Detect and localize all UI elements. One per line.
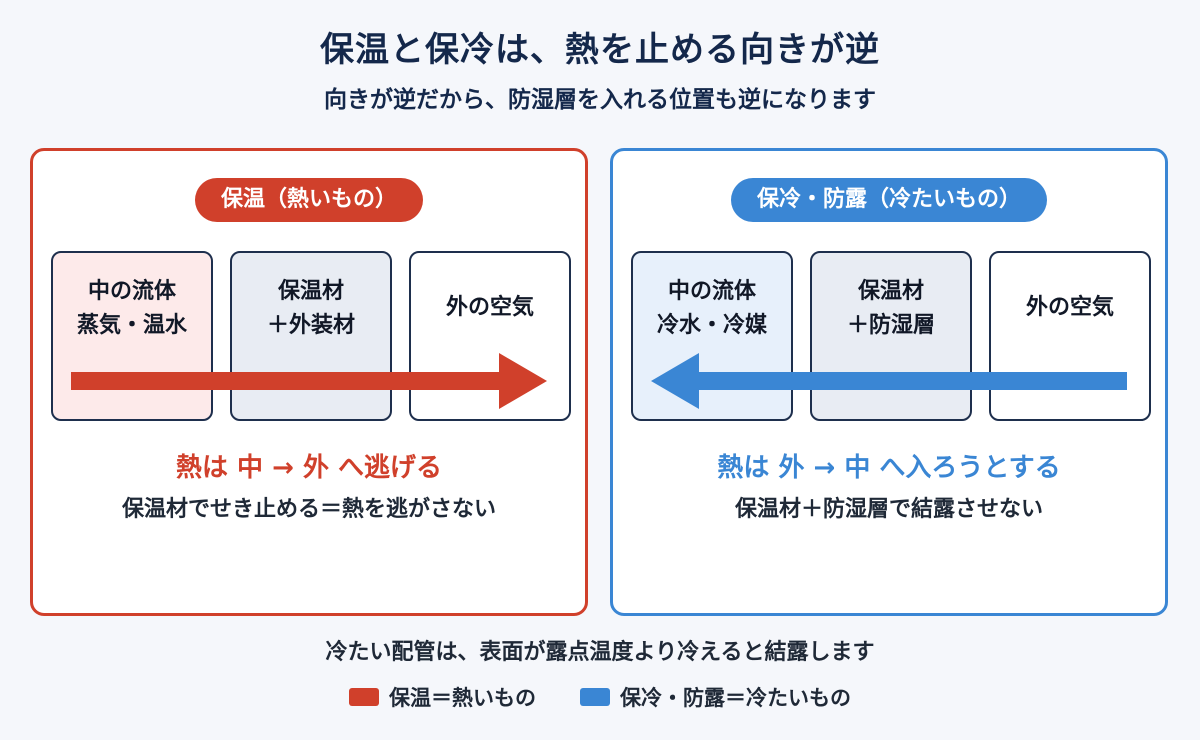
- cold-flow-text: 熱は 外 → 中 へ入ろうとする: [717, 453, 1061, 483]
- hot-panel: 保温（熱いもの） 中の流体 蒸気・温水 保温材 ＋外装材 外の空気 熱は 中 →…: [30, 148, 588, 616]
- cold-outside-air-box: 外の空気: [989, 251, 1151, 421]
- hot-insulation-title: 保温材: [277, 279, 344, 304]
- legend-item-hot: 保温＝熱いもの: [349, 682, 536, 712]
- hot-insulation-sub: ＋外装材: [266, 313, 355, 338]
- cold-insulation-box: 保温材 ＋防湿層: [810, 251, 972, 421]
- legend-label-hot: 保温＝熱いもの: [389, 686, 536, 710]
- cold-note: 保温材＋防湿層で結露させない: [734, 497, 1043, 522]
- legend-item-cold: 保冷・防露＝冷たいもの: [580, 682, 851, 712]
- hot-outside-air-title: 外の空気: [445, 295, 534, 320]
- legend: 保温＝熱いもの 保冷・防露＝冷たいもの: [0, 682, 1200, 712]
- page-subtitle: 向きが逆だから、防湿層を入れる位置も逆になります: [324, 87, 876, 113]
- hot-flow-text: 熱は 中 → 外 へ逃げる: [176, 453, 442, 483]
- cold-inner-fluid-examples: 冷水・冷媒: [656, 313, 767, 338]
- cold-vapor-barrier-sub: ＋防湿層: [846, 313, 935, 338]
- cold-inner-fluid-title: 中の流体: [667, 279, 756, 304]
- legend-label-cold: 保冷・防露＝冷たいもの: [620, 686, 851, 710]
- legend-swatch-cold: [580, 688, 610, 706]
- hot-insulation-box: 保温材 ＋外装材: [230, 251, 392, 421]
- cold-inner-fluid-box: 中の流体 冷水・冷媒: [631, 251, 793, 421]
- hot-note: 保温材でせき止める＝熱を逃がさない: [121, 497, 496, 522]
- hot-heat-flow-arrow: [71, 353, 547, 409]
- hot-inner-fluid-examples: 蒸気・温水: [76, 313, 187, 338]
- page-title: 保温と保冷は、熱を止める向きが逆: [320, 30, 880, 70]
- legend-swatch-hot: [349, 688, 379, 706]
- hot-panel-label: 保温（熱いもの）: [194, 178, 424, 222]
- hot-inner-fluid-box: 中の流体 蒸気・温水: [51, 251, 213, 421]
- hot-inner-fluid-title: 中の流体: [87, 279, 176, 304]
- cold-heat-flow-arrow: [651, 353, 1127, 409]
- hot-outside-air-box: 外の空気: [409, 251, 571, 421]
- footer-note: 冷たい配管は、表面が露点温度より冷えると結露します: [325, 640, 875, 665]
- cold-outside-air-title: 外の空気: [1025, 295, 1114, 320]
- cold-insulation-title: 保温材: [857, 279, 924, 304]
- cold-panel-label: 保冷・防露（冷たいもの）: [730, 178, 1048, 222]
- cold-panel: 保冷・防露（冷たいもの） 中の流体 冷水・冷媒 保温材 ＋防湿層 外の空気 熱は…: [610, 148, 1168, 616]
